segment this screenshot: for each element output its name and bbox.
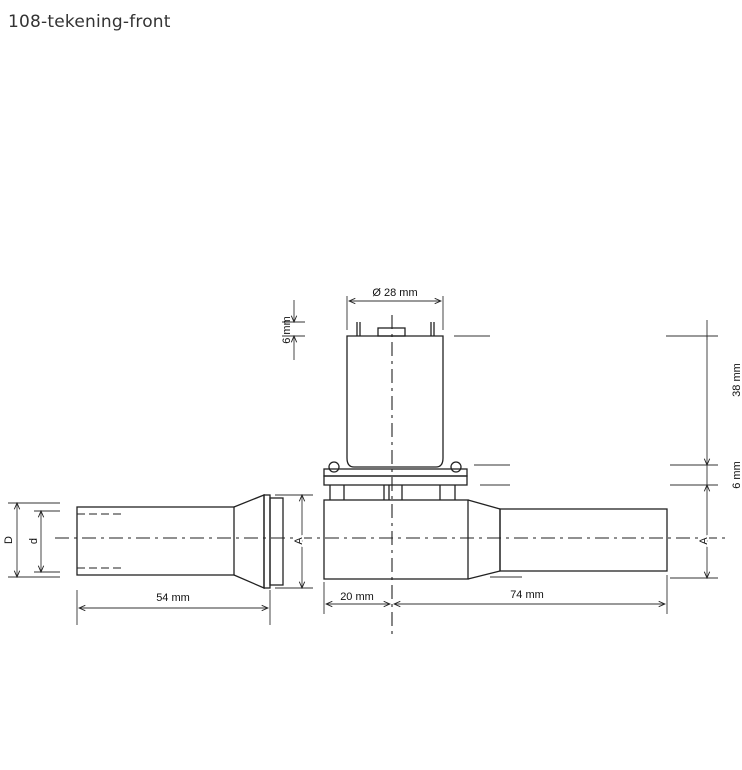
label-flange-height: 6 mm [731, 461, 742, 489]
left-pipe [76, 494, 284, 589]
label-section-right: A [698, 537, 710, 545]
label-coil-height: 38 mm [731, 363, 742, 397]
label-left-length: 54 mm [156, 592, 190, 604]
valve-body [323, 499, 668, 580]
label-outer-diameter: D [3, 536, 15, 544]
dimension-lines [17, 300, 707, 608]
label-section-left: A [293, 537, 305, 545]
label-pin-height: 6 mm [281, 316, 293, 344]
label-body-half: 20 mm [340, 591, 374, 603]
label-inner-diameter: d [28, 538, 40, 544]
label-diameter: Ø 28 mm [372, 287, 417, 299]
extension-lines [8, 296, 718, 625]
solenoid-coil [346, 322, 444, 468]
label-right-length: 74 mm [510, 589, 544, 601]
drawing-title: 108-tekening-front [8, 12, 171, 32]
flange [323, 461, 468, 500]
